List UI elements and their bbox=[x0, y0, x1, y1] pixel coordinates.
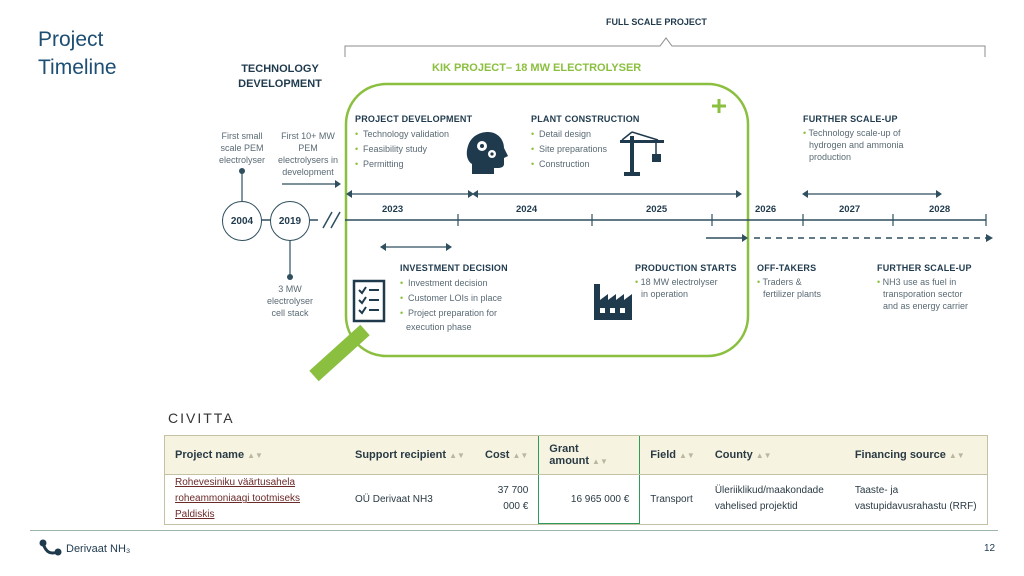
timeline-diagram bbox=[222, 37, 993, 382]
note-3mw: 3 MW electrolyser cell stack bbox=[266, 284, 313, 318]
section-further-scale-up-top: FURTHER SCALE-UP • Technology scale-up o… bbox=[803, 114, 904, 162]
factory-icon bbox=[594, 284, 632, 320]
year-2023: 2023 bbox=[382, 204, 404, 215]
year-2025: 2025 bbox=[646, 204, 668, 215]
cell-cost: 37 700 000 € bbox=[497, 485, 529, 513]
year-circle-2004: 2004 bbox=[222, 201, 262, 241]
magnifier-handle bbox=[309, 324, 370, 382]
section-plant-construction: PLANT CONSTRUCTION Detail design Site pr… bbox=[531, 114, 640, 172]
note-first-10mw: First 10+ MW PEM electrolysers in develo… bbox=[277, 131, 339, 177]
head-gears-icon bbox=[466, 132, 508, 174]
list-item: Permitting bbox=[355, 157, 472, 172]
col-header-financing-source[interactable]: Financing source▲▼ bbox=[844, 436, 987, 475]
sort-icon: ▲▼ bbox=[755, 451, 772, 460]
year-2028: 2028 bbox=[929, 204, 951, 215]
cell-project-name[interactable]: Rohevesiniku väärtusahela roheammoniaagi… bbox=[175, 477, 301, 521]
list-item: Project preparation for bbox=[400, 306, 508, 321]
cell-county: Üleriiklikud/maakondade vahelised projek… bbox=[714, 485, 824, 513]
list-item: Investment decision bbox=[400, 276, 508, 291]
col-header-grant-amount[interactable]: Grant amount▲▼ bbox=[538, 436, 641, 475]
logo-icon bbox=[39, 539, 62, 556]
list-item: Feasibility study bbox=[355, 142, 472, 157]
cell-support-recipient: OÜ Derivaat NH3 bbox=[355, 493, 433, 505]
cell-financing-source: Taaste- ja vastupidavusrahastu (RRF) bbox=[854, 485, 977, 513]
footer-logo-text: Derivaat NH₃ bbox=[66, 543, 131, 555]
full-scale-label: FULL SCALE PROJECT bbox=[606, 17, 707, 27]
cell-grant-amount: 16 965 000 € bbox=[538, 474, 641, 524]
checklist-icon bbox=[352, 279, 386, 323]
list-item: Construction bbox=[531, 157, 640, 172]
sort-icon: ▲▼ bbox=[592, 457, 608, 466]
cell-field: Transport bbox=[650, 493, 693, 505]
grant-table: Project name▲▼ Support recipient▲▼ Cost▲… bbox=[164, 435, 988, 525]
list-item: Technology validation bbox=[355, 127, 472, 142]
section-investment-decision: INVESTMENT DECISION Investment decision … bbox=[400, 263, 508, 333]
section-off-takers: OFF-TAKERS • Traders & fertilizer plants bbox=[757, 263, 822, 299]
sort-icon: ▲▼ bbox=[948, 451, 965, 460]
footer-divider bbox=[30, 530, 998, 531]
plus-icon bbox=[712, 99, 726, 113]
sort-icon: ▲▼ bbox=[247, 451, 263, 460]
section-production-starts: PRODUCTION STARTS • 18 MW electrolyser i… bbox=[635, 263, 737, 299]
section-further-scale-up-bottom: FURTHER SCALE-UP • NH3 use as fuel in tr… bbox=[877, 263, 972, 311]
list-item: Site preparations bbox=[531, 142, 640, 157]
year-2024: 2024 bbox=[516, 204, 538, 215]
sort-icon: ▲▼ bbox=[512, 451, 529, 460]
col-header-project-name[interactable]: Project name▲▼ bbox=[165, 436, 345, 475]
year-2027: 2027 bbox=[839, 204, 861, 215]
page-title: Project Timeline bbox=[38, 28, 117, 79]
list-item: Customer LOIs in place bbox=[400, 291, 508, 306]
sort-icon: ▲▼ bbox=[449, 451, 465, 460]
page-number: 12 bbox=[984, 543, 996, 554]
sort-icon: ▲▼ bbox=[678, 451, 695, 460]
note-first-small: First small scale PEM electrolyser bbox=[218, 131, 265, 165]
tech-dev-label: TECHNOLOGY DEVELOPMENT bbox=[238, 63, 322, 90]
year-circle-2019: 2019 bbox=[270, 201, 310, 241]
full-scale-bracket bbox=[344, 37, 986, 57]
col-header-county[interactable]: County▲▼ bbox=[704, 436, 845, 475]
table-row: Rohevesiniku väärtusahela roheammoniaagi… bbox=[165, 474, 987, 524]
civitta-logo: CIVITTA bbox=[168, 410, 235, 426]
col-header-support-recipient[interactable]: Support recipient▲▼ bbox=[345, 436, 475, 475]
kik-project-label: KIK PROJECT– 18 MW ELECTROLYSER bbox=[432, 62, 642, 74]
section-project-development: PROJECT DEVELOPMENT Technology validatio… bbox=[355, 114, 472, 172]
col-header-field[interactable]: Field▲▼ bbox=[639, 436, 705, 475]
year-2026: 2026 bbox=[755, 204, 777, 215]
col-header-cost[interactable]: Cost▲▼ bbox=[475, 436, 539, 475]
list-item: Detail design bbox=[531, 127, 640, 142]
